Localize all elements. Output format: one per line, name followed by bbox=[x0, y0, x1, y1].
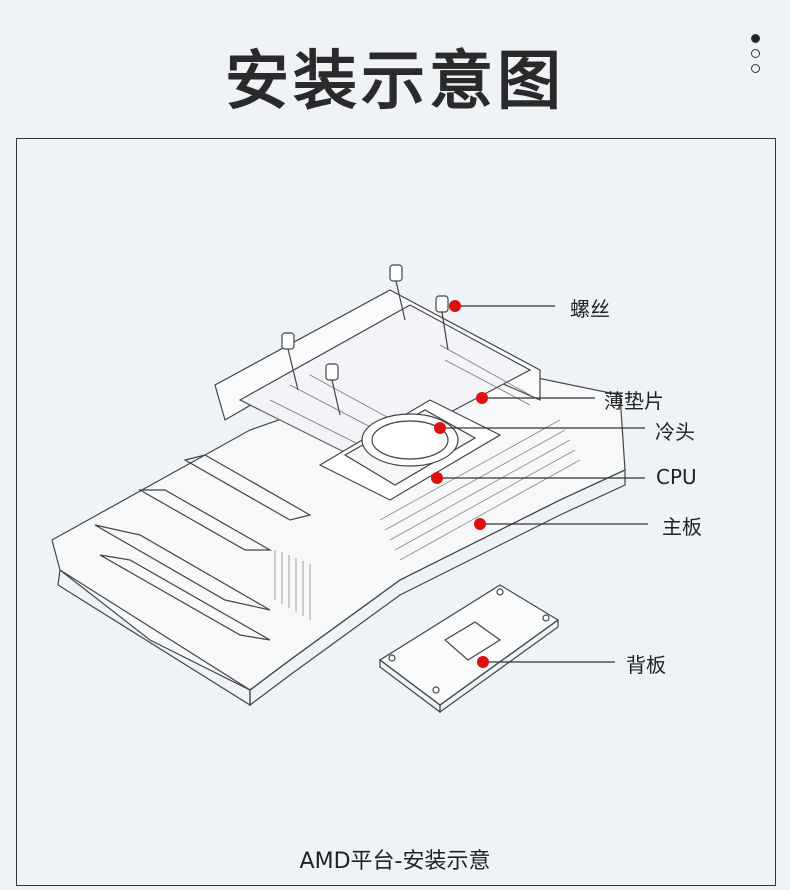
label-thermal-pad: 薄垫片 bbox=[604, 389, 664, 413]
backplate-drawing bbox=[378, 584, 560, 714]
label-cold-plate: 冷头 bbox=[655, 420, 695, 444]
page-indicator[interactable] bbox=[751, 34, 760, 79]
marker-motherboard bbox=[474, 518, 486, 530]
page-dot-1[interactable] bbox=[751, 34, 760, 43]
marker-cold-plate bbox=[434, 422, 446, 434]
motherboard-drawing bbox=[51, 264, 626, 707]
label-motherboard: 主板 bbox=[662, 515, 702, 539]
page-dot-3[interactable] bbox=[751, 64, 760, 73]
marker-cpu bbox=[431, 472, 443, 484]
diagram-frame bbox=[16, 138, 776, 886]
marker-backplate bbox=[477, 656, 489, 668]
diagram-caption: AMD平台-安装示意 bbox=[299, 849, 491, 874]
marker-pad bbox=[476, 392, 488, 404]
page-title: 安装示意图 bbox=[225, 45, 565, 119]
marker-screw bbox=[449, 300, 461, 312]
label-cpu: CPU bbox=[656, 465, 697, 489]
page-dot-2[interactable] bbox=[751, 49, 760, 58]
label-backplate: 背板 bbox=[626, 653, 666, 677]
label-screw: 螺丝 bbox=[570, 297, 610, 321]
